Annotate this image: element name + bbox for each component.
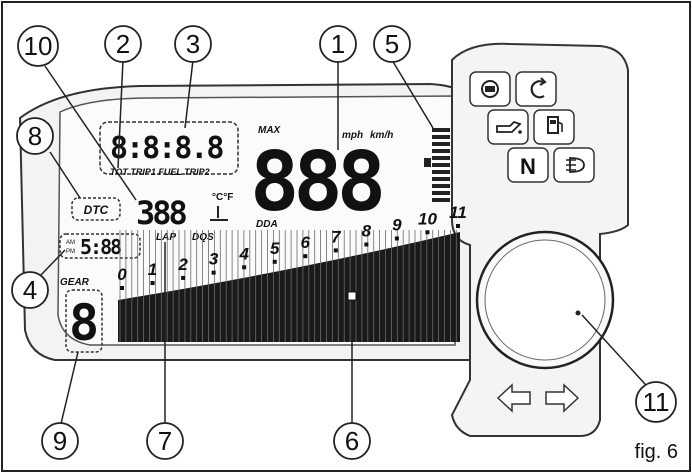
rpm-tick-mark	[242, 265, 247, 270]
rpm-tick-3: 3	[209, 250, 219, 269]
gear-frame	[65, 289, 103, 353]
rpm-tick-9: 9	[392, 215, 402, 234]
rpm-tick-5: 5	[270, 239, 280, 258]
rpm-tick-mark	[394, 236, 399, 241]
neutral-indicator: N	[520, 154, 536, 179]
lap-label: LAP	[156, 232, 176, 243]
svg-text:11: 11	[643, 387, 670, 417]
rpm-tick-4: 4	[238, 244, 249, 263]
svg-text:9: 9	[53, 426, 67, 456]
rpm-tick-mark	[333, 248, 338, 253]
svg-text:6: 6	[345, 426, 359, 456]
odometer-digits: 8:8:8.8	[110, 131, 223, 166]
rpm-tick-mark	[425, 230, 430, 235]
dtc-label: DTC	[84, 203, 109, 217]
callout-6: 6	[333, 422, 371, 460]
high-beam-icon	[566, 157, 585, 173]
figure-label: fig. 6	[635, 441, 678, 463]
engine-check-icon	[481, 80, 499, 98]
callout-9: 9	[41, 422, 79, 460]
rpm-tick-8: 8	[362, 221, 372, 240]
warning-icons: N	[469, 71, 595, 183]
gear-label: GEAR	[60, 277, 90, 288]
svg-text:7: 7	[158, 426, 172, 456]
rpm-center-marker	[347, 291, 357, 301]
rpm-bar-segments	[119, 230, 457, 342]
rpm-tick-mark	[181, 275, 186, 280]
fuel-reserve-icon	[547, 116, 563, 134]
rpm-tick-mark	[364, 242, 369, 247]
callout-4: 4	[11, 271, 49, 309]
speed-max-label: MAX	[258, 125, 282, 136]
rpm-tick-10: 10	[418, 209, 437, 228]
speed-digits: 888	[250, 135, 382, 230]
rpm-tick-6: 6	[301, 233, 311, 252]
clock-am-pm: AM	[66, 240, 75, 246]
rpm-tick-mark	[272, 259, 277, 264]
callout-5: 5	[373, 25, 411, 63]
temperature-digits: 388	[136, 194, 187, 232]
rpm-tick-1: 1	[148, 260, 157, 279]
right-turn-arrow-icon	[545, 383, 580, 413]
rpm-tick-11: 11	[449, 203, 467, 222]
dtc-frame	[71, 197, 121, 221]
clock-frame	[59, 233, 141, 259]
svg-text:1: 1	[331, 29, 345, 59]
dda-label: DDA	[256, 219, 278, 230]
immobilizer-icon	[530, 77, 547, 99]
rpm-tick-7: 7	[331, 227, 342, 246]
odometer-frame	[99, 121, 239, 175]
rpm-tick-0: 0	[117, 265, 127, 284]
svg-text:8: 8	[28, 121, 42, 151]
speed-units-kmh: km/h	[370, 130, 393, 141]
rpm-tick-mark	[211, 270, 216, 275]
callouts: 1 2 3 4 5 6 7 8 9 10 11	[11, 25, 677, 460]
rpm-tick-mark	[120, 286, 124, 290]
rpm-tick-2: 2	[177, 255, 188, 274]
thermometer-icon	[210, 206, 228, 221]
temperature-units: °C°F	[212, 192, 233, 203]
gauge-center-dot	[575, 310, 581, 316]
gear-digit: 8	[69, 294, 99, 352]
callout-leader-lines	[39, 59, 656, 429]
fuel-level-bars	[424, 128, 450, 202]
clock-digits: 5:88	[80, 235, 121, 259]
oil-pressure-icon	[496, 120, 522, 134]
callout-10: 10	[17, 25, 59, 67]
callout-8: 8	[16, 117, 54, 155]
svg-text:3: 3	[186, 29, 200, 59]
callout-11: 11	[635, 381, 677, 423]
turn-signal-area	[496, 383, 580, 413]
svg-text:10: 10	[24, 31, 53, 61]
odometer-modes: TOT TRIP1 FUEL TRIP2	[110, 167, 210, 177]
clock-pm: PM	[66, 249, 75, 255]
callout-2: 2	[104, 25, 142, 63]
rpm-bargraph	[118, 232, 460, 342]
callout-3: 3	[174, 25, 212, 63]
rpm-tick-mark	[150, 281, 155, 286]
left-turn-arrow-icon	[496, 383, 531, 413]
svg-text:2: 2	[116, 29, 130, 59]
callout-1: 1	[319, 25, 357, 63]
callout-7: 7	[146, 422, 184, 460]
svg-text:4: 4	[23, 275, 37, 305]
rpm-tick-mark	[303, 254, 308, 259]
svg-text:5: 5	[385, 29, 399, 59]
rpm-tick-mark	[456, 224, 460, 228]
speed-units-mph: mph	[342, 130, 363, 141]
round-gauge-inner	[484, 239, 606, 361]
